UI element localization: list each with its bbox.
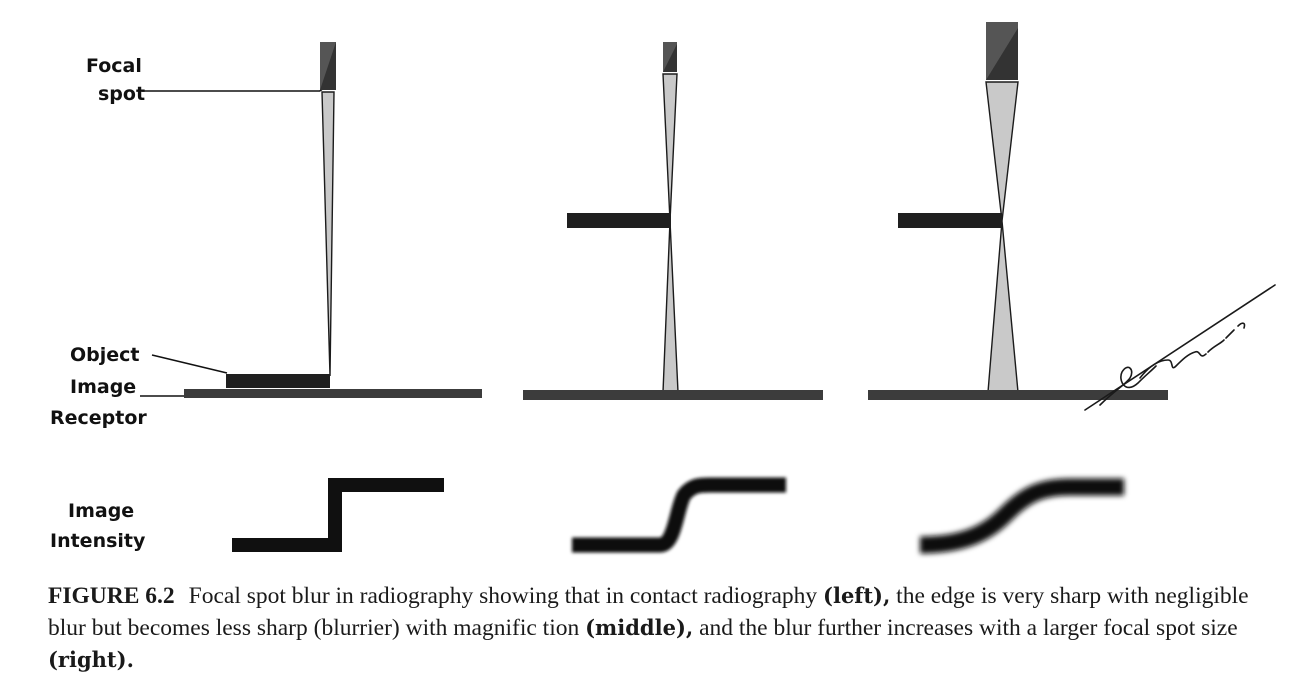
panel-left-contact — [184, 42, 482, 552]
intensity-profile-more-blurred — [919, 478, 1124, 554]
panel-right-large-focal-spot — [868, 22, 1168, 554]
image-receptor-label-line2: Receptor — [50, 407, 147, 429]
caption-text-2: the edge is very sharp with negligible b… — [48, 583, 1249, 641]
image-receptor — [868, 390, 1168, 400]
image-receptor — [523, 390, 823, 400]
image-receptor-label-line1: Image — [70, 376, 136, 398]
object-leader-line — [151, 354, 228, 374]
author-signature — [1084, 284, 1276, 411]
caption-bold-right: (right). — [48, 647, 134, 672]
figure-caption: FIGURE 6.2 Focal spot blur in radiography… — [48, 580, 1263, 676]
image-intensity-label-line1: Image — [68, 500, 134, 522]
caption-bold-left: (left), — [823, 583, 891, 608]
x-ray-beam-upper — [662, 73, 678, 222]
focal-spot-blur-wedge — [320, 42, 336, 90]
focal-spot-label-line1: Focal — [86, 55, 142, 77]
focal-spot-blur-wedge — [663, 44, 677, 72]
intensity-profile-sharp — [232, 478, 444, 552]
object-block — [226, 374, 330, 388]
object-label: Object — [70, 344, 140, 366]
caption-bold-middle: (middle), — [585, 615, 694, 640]
intensity-profile-blurred — [572, 477, 786, 553]
panel-middle-magnification — [523, 42, 823, 553]
object-block — [898, 213, 1002, 228]
x-ray-beam-upper — [985, 81, 1019, 222]
image-intensity-label-line2: Intensity — [50, 530, 146, 552]
object-block — [567, 213, 671, 228]
figure-number: FIGURE 6.2 — [48, 583, 175, 609]
caption-text-3: and the blur further increases with a la… — [693, 615, 1238, 641]
x-ray-beam-cone — [321, 91, 335, 377]
x-ray-beam-lower — [987, 220, 1019, 393]
image-receptor — [184, 389, 482, 398]
focal-spot-blur-wedge — [986, 28, 1018, 80]
x-ray-beam-lower — [662, 220, 679, 393]
focal-spot-label-line2: spot — [98, 83, 145, 105]
caption-text-1: Focal spot blur in radiography showing t… — [188, 583, 824, 609]
focal-spot-blur-diagram: Focal spot Object Image Receptor Image I… — [50, 22, 1276, 554]
